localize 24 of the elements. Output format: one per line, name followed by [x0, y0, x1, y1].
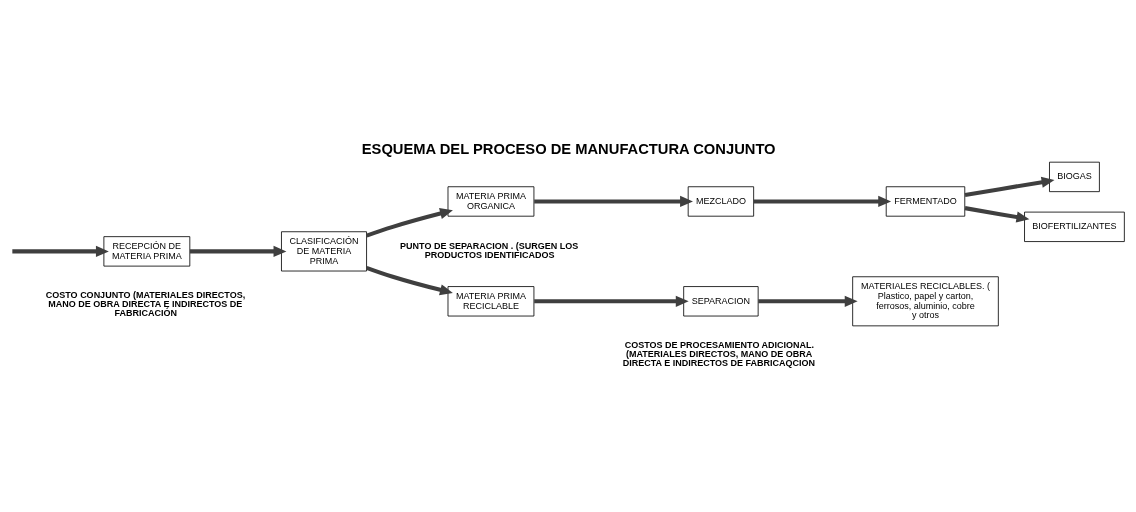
arrow [366, 207, 453, 237]
arrow [753, 195, 892, 207]
arrow [964, 176, 1055, 197]
arrow [189, 245, 287, 257]
label: PUNTO DE SEPARACION . (SURGEN LOS PRODUCTOS IDENTIFICADOS [400, 240, 579, 260]
node-box: FERMENTADO [885, 185, 966, 217]
arrow [534, 195, 693, 207]
node-box: MATERIA PRIMA ORGANICA [447, 185, 535, 217]
label: COSTOS DE PROCESAMIENTO ADICIONAL. (MATERIALES DIRECTOS, MANO DE OBRA DIRECTA E INDIRECTOS DE FABRICAQCION [622, 339, 816, 368]
node-box: MATERIA PRIMA RECICLABLE [447, 285, 535, 316]
node-box: BIOFERTILIZANTES [1024, 211, 1125, 242]
node-box: CLASIFICACIÓN DE MATERIA PRIMA [281, 230, 367, 271]
node-box: BIOGAS [1049, 161, 1100, 192]
arrow [534, 295, 689, 307]
arrow [12, 245, 109, 257]
arrow [365, 265, 453, 295]
node-box: RECEPCIÓN DE MATERIA PRIMA [103, 235, 191, 267]
diagram-title: ESQUEMA DEL PROCESO DE MANUFACTURA CONJUNTO [361, 140, 776, 157]
arrow [758, 295, 858, 307]
label: COSTO CONJUNTO (MATERIALES DIRECTOS, MANO DE OBRA DIRECTA E INDIRECTOS DE FABRICACIÓN [45, 289, 246, 318]
node-box: MATERIALES RECICLABLES. ( Plastico, papel y carton, ferrosos, aluminio, cobre y otros [852, 275, 999, 326]
node-box: SEPARACION [683, 285, 759, 316]
arrow [964, 205, 1030, 223]
node-box: MEZCLADO [687, 185, 755, 217]
